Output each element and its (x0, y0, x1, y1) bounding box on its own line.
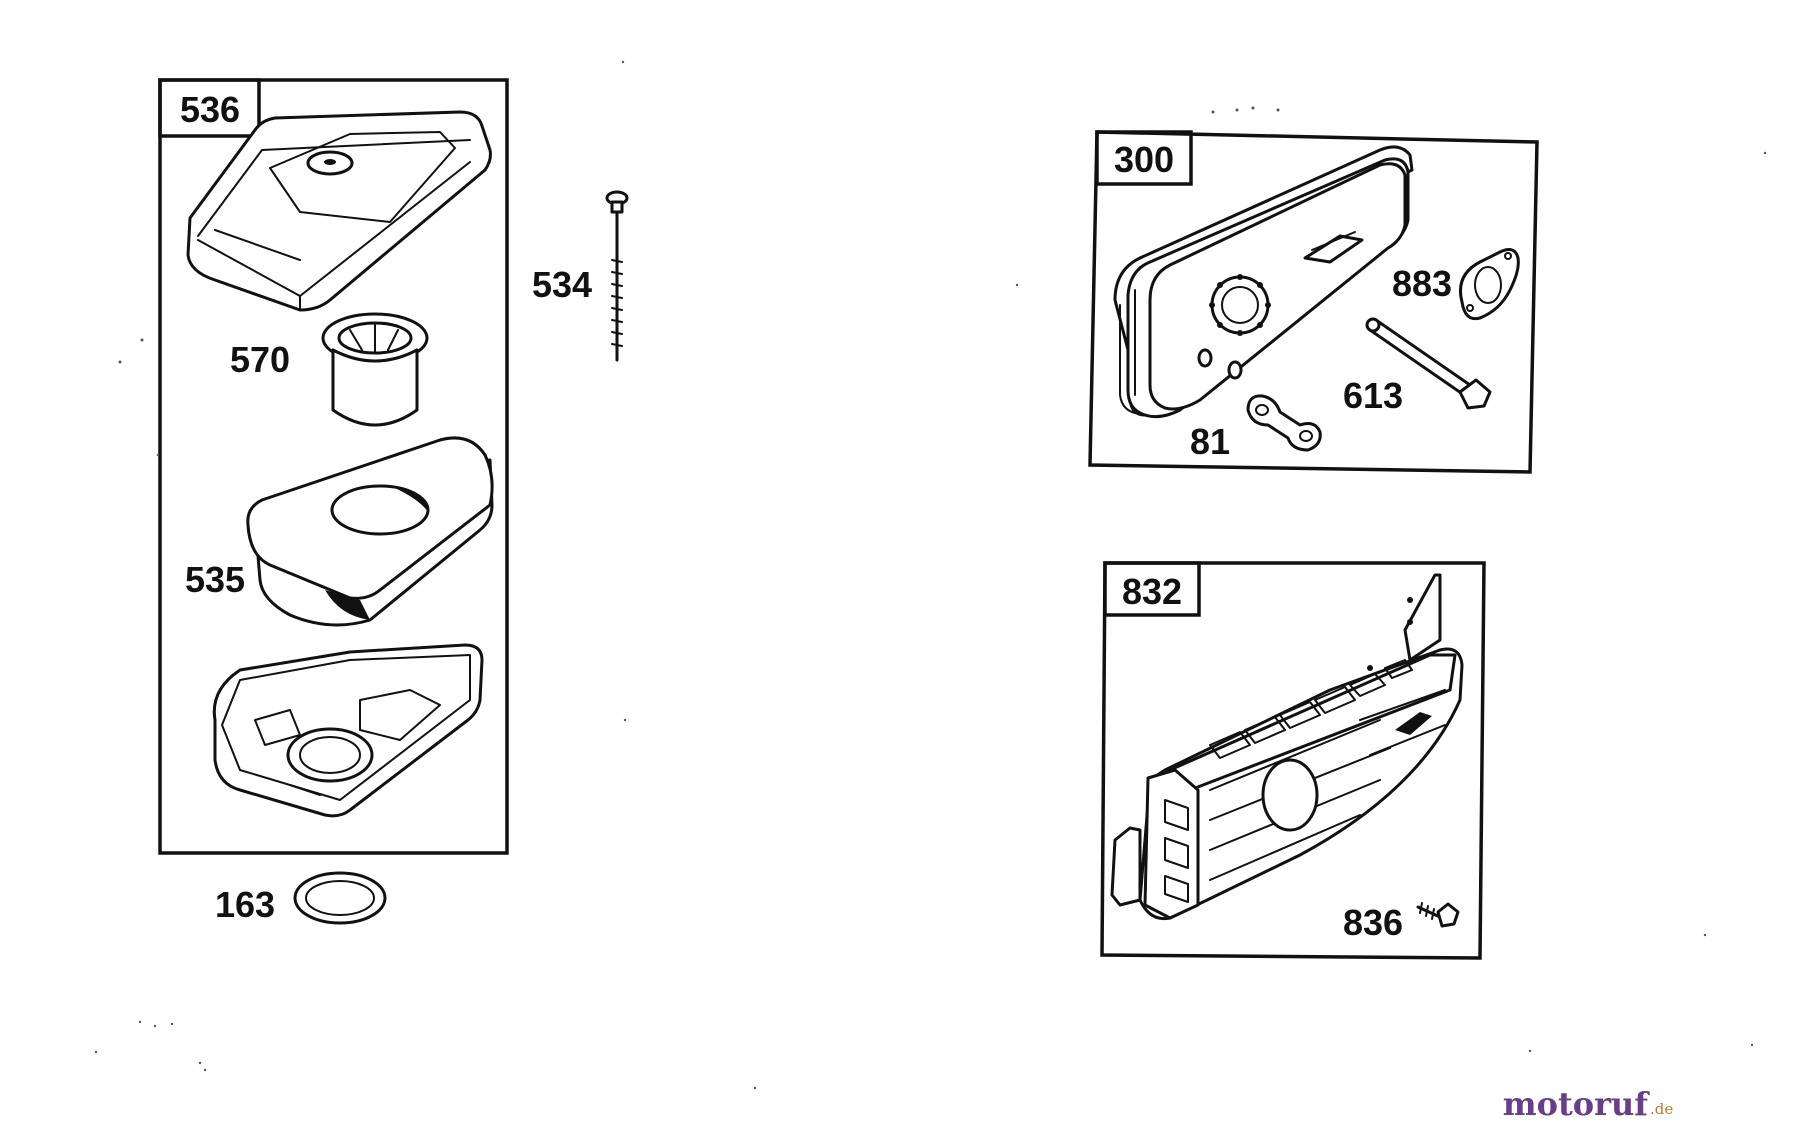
part-883-drawing (1459, 248, 1520, 321)
part-label-836: 836 (1343, 902, 1403, 943)
part-label-613: 613 (1343, 375, 1403, 416)
part-label-883: 883 (1392, 263, 1452, 304)
part-535-drawing (246, 436, 494, 627)
watermark-tld: .de (1650, 1100, 1673, 1118)
part-label-163: 163 (215, 884, 275, 925)
muffler-group-label: 300 (1114, 139, 1174, 180)
air-cleaner-base-drawing (212, 643, 484, 818)
part-label-534: 534 (532, 264, 592, 305)
scan-speckles (94, 60, 1767, 1090)
part-label-81: 81 (1190, 421, 1230, 462)
watermark-logo: motoruf .de (1503, 1085, 1674, 1123)
part-163-drawing (293, 871, 387, 925)
watermark-name: motoruf (1503, 1085, 1650, 1123)
part-81-drawing (1246, 394, 1322, 452)
muffler-guard-frame (1100, 561, 1486, 960)
part-613-drawing (1365, 317, 1492, 410)
muffler-drawing (1113, 145, 1414, 419)
muffler-frame (1088, 130, 1539, 474)
air-cleaner-label-box (158, 78, 261, 138)
muffler-group: 300 883 (1088, 130, 1539, 474)
air-cleaner-group-label: 536 (180, 89, 240, 130)
muffler-label-box (1095, 130, 1193, 186)
part-534-drawing (605, 190, 629, 362)
muffler-guard-group-label: 832 (1122, 571, 1182, 612)
muffler-guard-group: 832 (1100, 561, 1486, 960)
air-cleaner-cover-drawing (186, 110, 492, 312)
part-570-drawing (321, 312, 429, 427)
muffler-guard-label-box (1103, 561, 1201, 617)
part-label-535: 535 (185, 559, 245, 600)
part-label-570: 570 (230, 339, 290, 380)
muffler-guard-drawing (1110, 573, 1464, 921)
air-cleaner-group: 536 570 535 (158, 78, 509, 855)
part-836-drawing (1416, 902, 1460, 928)
air-cleaner-frame (158, 78, 509, 855)
